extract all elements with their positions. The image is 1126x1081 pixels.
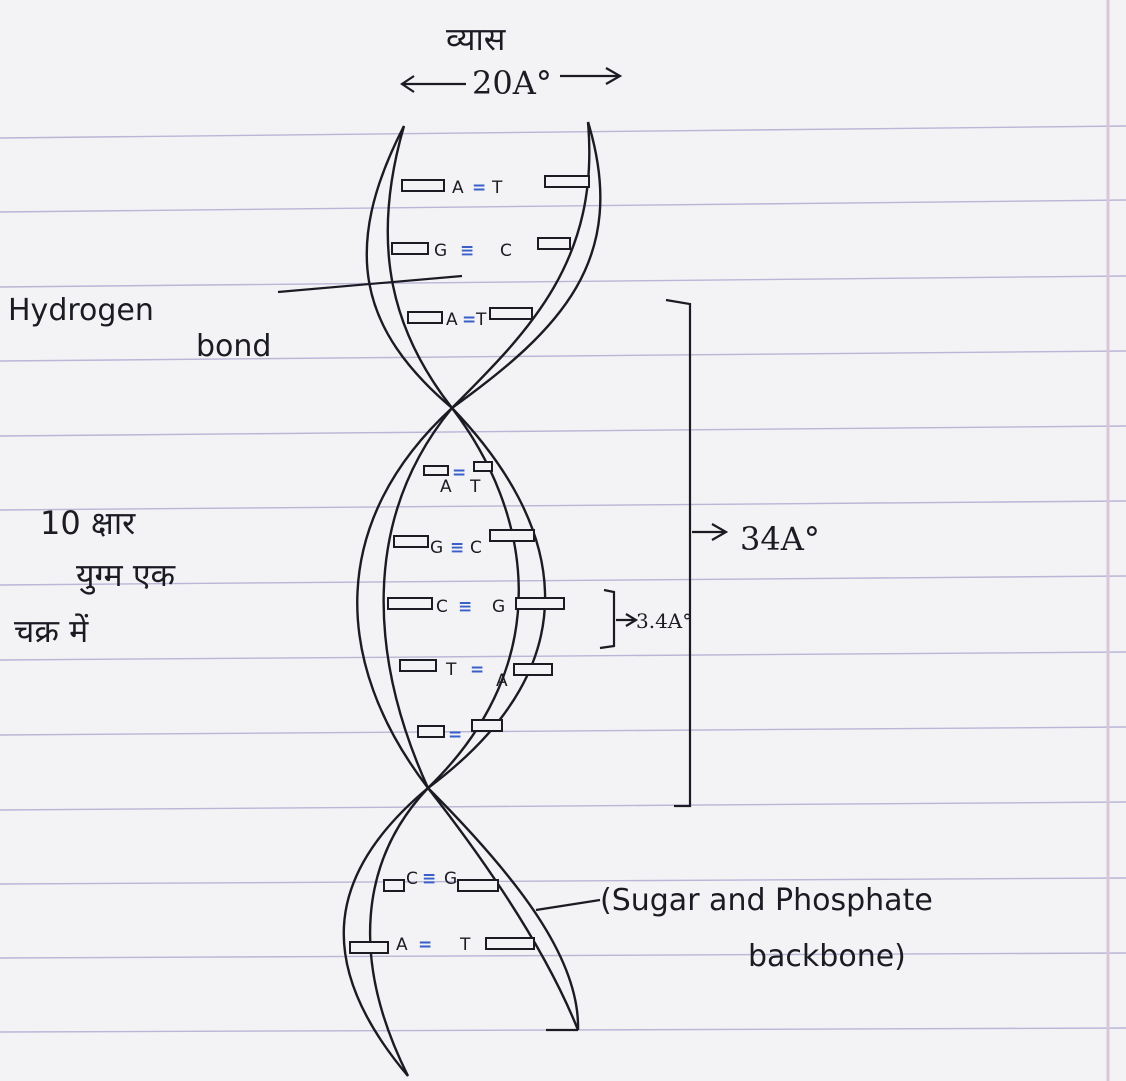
base-left: A xyxy=(452,178,464,198)
backbone-annotation: (Sugar and Phosphate backbone) xyxy=(536,883,933,974)
hydrogen-bond-glyph: ≡ xyxy=(460,241,474,261)
base-left: G xyxy=(430,538,443,558)
base-right: G xyxy=(492,597,505,617)
per-turn-label-line3: चक्र में xyxy=(14,612,89,650)
base-right: T xyxy=(491,178,503,198)
per-turn-label-line1: 10 क्षार xyxy=(40,504,136,542)
turn-length-label: 34A° xyxy=(740,520,820,558)
hydrogen-bond-glyph: = xyxy=(452,463,466,483)
base-right: T xyxy=(469,477,481,497)
base-right: A xyxy=(496,671,508,691)
backbone-strand-2-inner xyxy=(384,122,590,1030)
pair-spacing-label: 3.4A° xyxy=(636,609,692,633)
hydrogen-bond-glyph: = xyxy=(448,725,462,745)
base-right: C xyxy=(500,241,512,261)
base-pair: A = T xyxy=(350,935,534,955)
hydrogen-bond-glyph: = xyxy=(462,310,476,330)
diameter-label: व्यास xyxy=(446,20,507,58)
base-left: C xyxy=(436,597,448,617)
base-left: T xyxy=(445,660,457,680)
backbone-strand-2 xyxy=(357,122,600,1030)
base-left: G xyxy=(434,241,447,261)
hydrogen-bond-glyph: ≡ xyxy=(450,538,464,558)
base-pair: A = T xyxy=(402,176,589,198)
per-turn-label-line2: युग्म एक xyxy=(76,556,177,595)
base-pairs-per-turn-annotation: 10 क्षार युग्म एक चक्र में xyxy=(14,504,177,650)
hydrogen-bond-glyph: = xyxy=(470,660,484,680)
hydrogen-bond-label-line2: bond xyxy=(196,329,271,364)
base-pair: A = T xyxy=(424,462,492,497)
hydrogen-bond-label-line1: Hydrogen xyxy=(8,293,154,328)
base-pair: C ≡ G xyxy=(388,597,564,617)
diameter-value: 20A° xyxy=(472,64,552,102)
pair-spacing-annotation: 3.4A° xyxy=(600,590,692,648)
base-pair: C ≡ G xyxy=(384,869,498,891)
base-pair: G ≡ C xyxy=(394,530,534,558)
base-pair: A = T xyxy=(408,308,532,330)
base-left: A xyxy=(396,935,408,955)
backbone-label-line2: backbone) xyxy=(748,939,906,974)
hydrogen-bond-glyph: ≡ xyxy=(458,597,472,617)
base-left: A xyxy=(446,310,458,330)
base-pair: T = A xyxy=(400,660,552,691)
base-left: A xyxy=(440,477,452,497)
base-pair: G ≡ C xyxy=(392,238,570,261)
hydrogen-bond-glyph: ≡ xyxy=(422,869,436,889)
base-right: T xyxy=(475,310,487,330)
base-right: T xyxy=(459,935,471,955)
base-left: C xyxy=(406,869,418,889)
base-right: C xyxy=(470,538,482,558)
base-right: G xyxy=(444,869,457,889)
backbone-label-line1: (Sugar and Phosphate xyxy=(600,883,933,918)
hydrogen-bond-glyph: = xyxy=(418,935,432,955)
hydrogen-bond-glyph: = xyxy=(472,178,486,198)
diameter-annotation: व्यास 20A° xyxy=(402,20,620,102)
